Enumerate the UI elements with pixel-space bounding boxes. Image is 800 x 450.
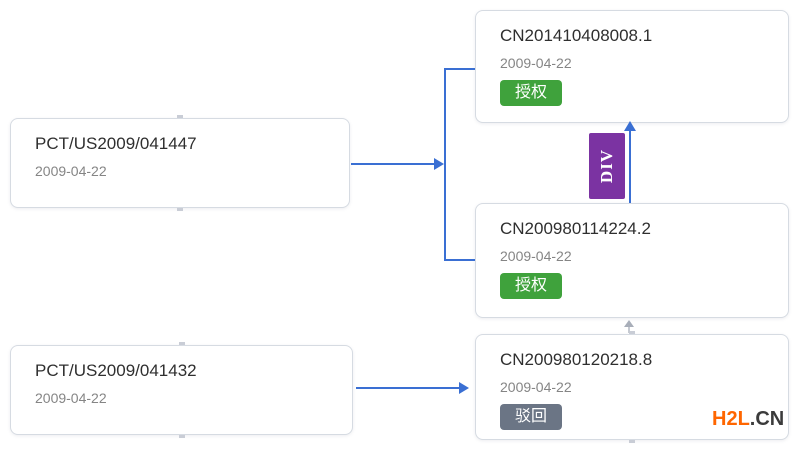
connector-tick [629, 331, 635, 334]
filing-date: 2009-04-22 [500, 55, 572, 71]
connector-line [444, 259, 475, 261]
connector-tick [629, 440, 635, 443]
connector-tick [177, 208, 183, 211]
connector-line [356, 387, 460, 389]
patent-card-cn201410408008[interactable]: CN201410408008.1 2009-04-22 授权 [475, 10, 789, 123]
patent-number: CN200980114224.2 [500, 219, 651, 238]
status-badge-granted: 授权 [500, 273, 563, 299]
connector-tick [177, 115, 183, 118]
patent-number: CN200980120218.8 [500, 350, 653, 369]
connector-tick [178, 342, 185, 345]
arrowhead-up-icon [624, 121, 636, 131]
divisional-arrow-line [629, 129, 631, 203]
patent-card-pct-us2009-041447[interactable]: PCT/US2009/041447 2009-04-22 [10, 115, 350, 211]
watermark-suffix: .CN [749, 408, 785, 430]
patent-number: CN201410408008.1 [500, 26, 653, 45]
connector-line [444, 68, 475, 70]
arrowhead-right-icon [434, 158, 444, 170]
filing-date: 2009-04-22 [35, 163, 107, 179]
connector-stub [628, 327, 630, 333]
arrowhead-up-gray-icon [624, 320, 634, 327]
h2l-cn-watermark: H2L.CN [712, 408, 784, 431]
filing-date: 2009-04-22 [35, 390, 107, 406]
watermark-brand: H2L [712, 408, 750, 430]
divisional-edge-label: DIV [589, 133, 625, 199]
patent-card-pct-us2009-041432[interactable]: PCT/US2009/041432 2009-04-22 [10, 342, 353, 438]
filing-date: 2009-04-22 [500, 379, 572, 395]
patent-number: PCT/US2009/041432 [35, 361, 197, 380]
arrowhead-right-icon [459, 382, 469, 394]
status-badge-rejected: 驳回 [500, 404, 563, 430]
status-badge-granted: 授权 [500, 80, 563, 106]
connector-line [351, 163, 435, 165]
div-label-text: DIV [596, 148, 616, 184]
connector-branch-line [444, 68, 446, 261]
patent-card-cn200980120218[interactable]: CN200980120218.8 2009-04-22 驳回 [475, 331, 789, 443]
patent-number: PCT/US2009/041447 [35, 134, 197, 153]
connector-tick [178, 435, 185, 438]
patent-card-cn200980114224[interactable]: CN200980114224.2 2009-04-22 授权 [475, 203, 789, 318]
filing-date: 2009-04-22 [500, 248, 572, 264]
